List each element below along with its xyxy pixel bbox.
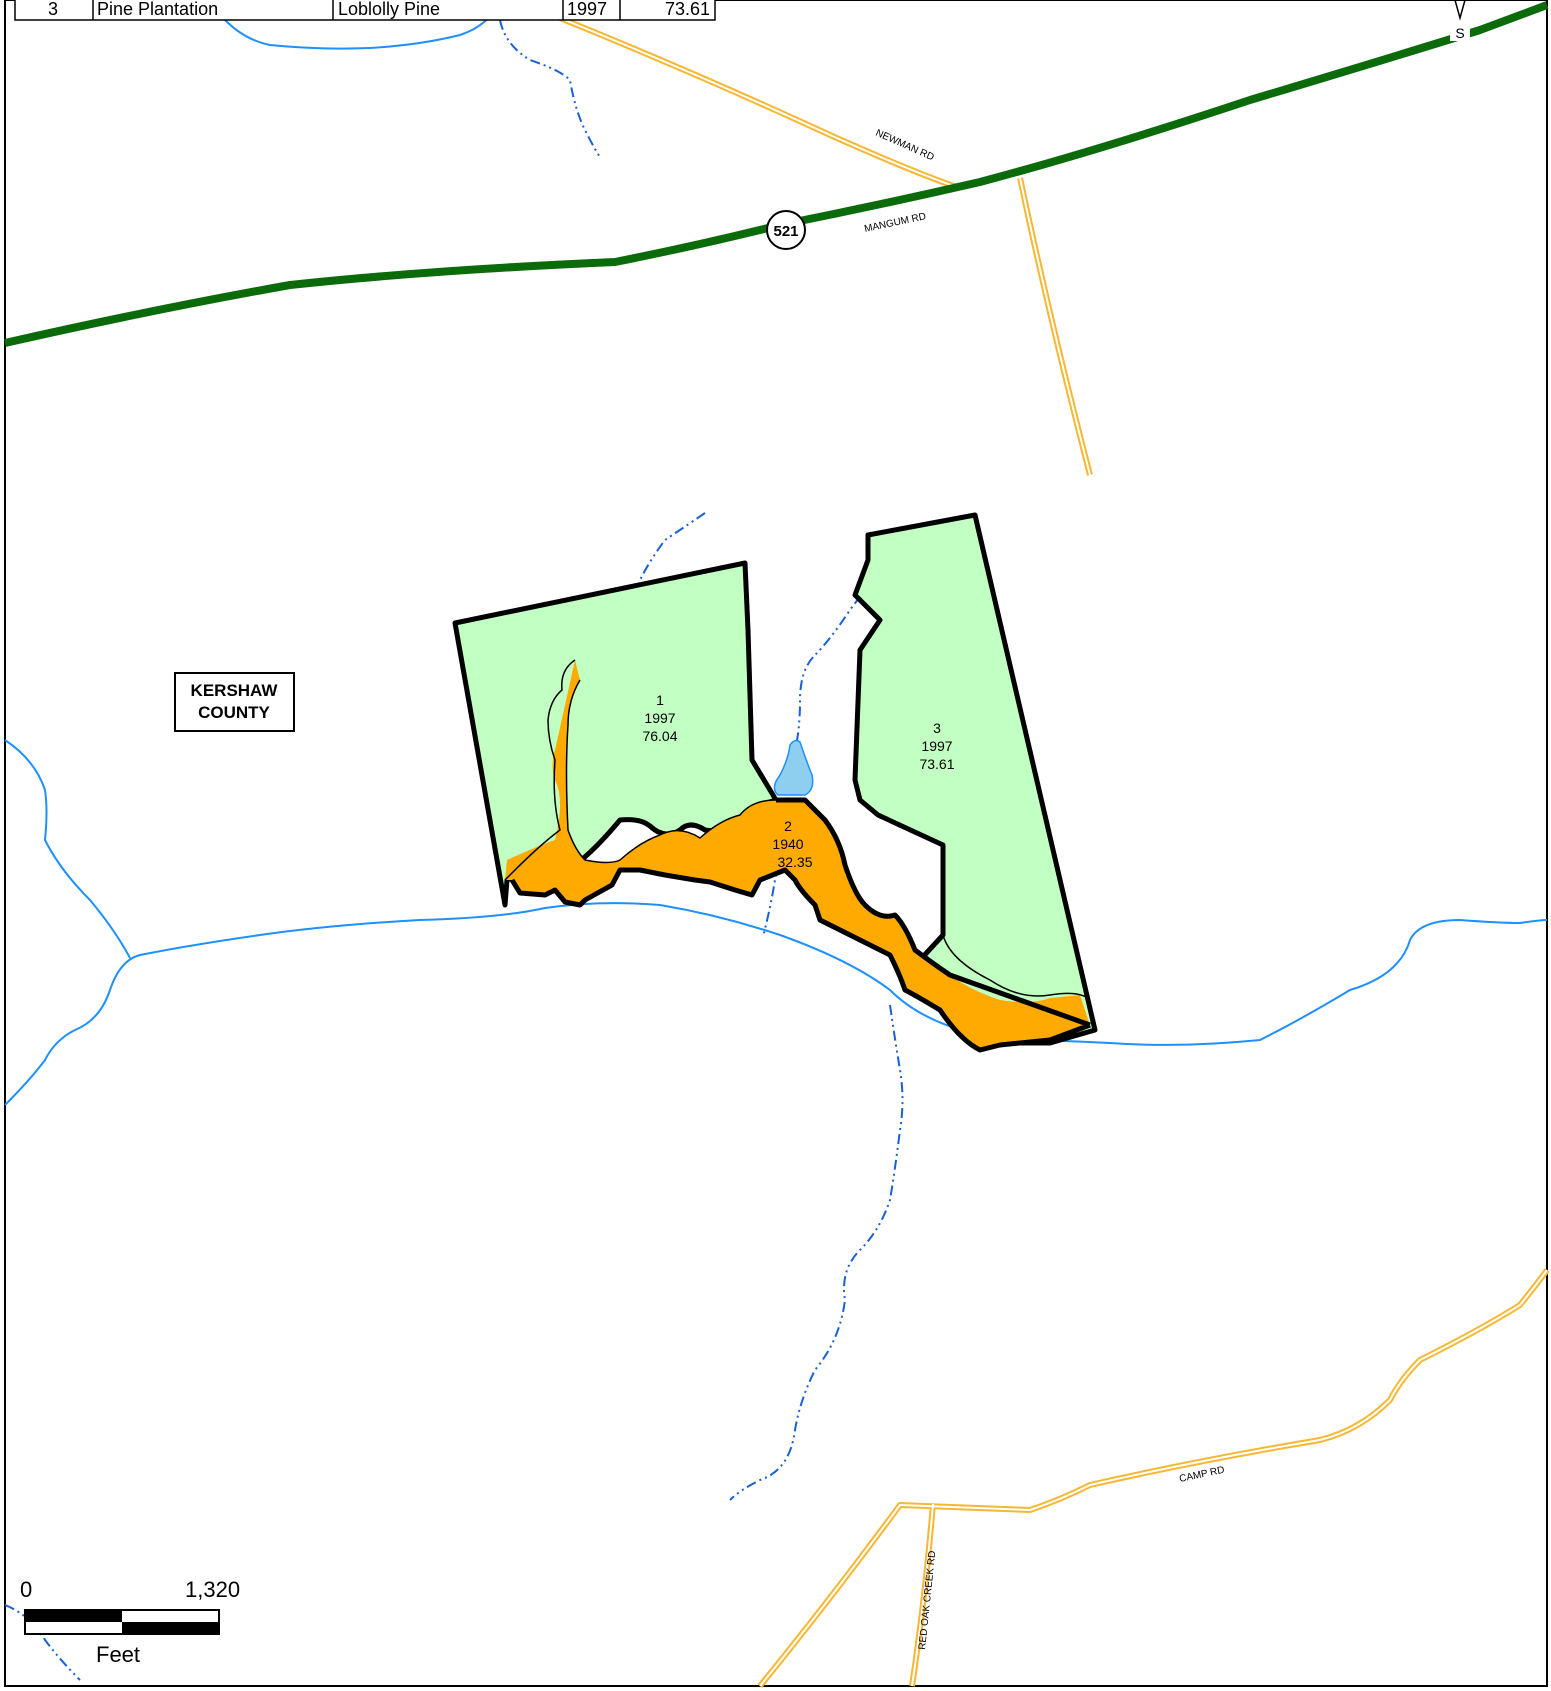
county-label: KERSHAW COUNTY	[174, 672, 295, 732]
stand-table: 3 Pine Plantation Loblolly Pine 1997 73.…	[14, 0, 716, 21]
table-stand-number: 3	[48, 0, 58, 19]
stand-2-id: 2	[784, 818, 792, 834]
stand-2-year: 1940	[772, 836, 803, 852]
table-acres: 73.61	[665, 0, 710, 19]
highway-shield-number: 521	[773, 223, 798, 240]
stream-north	[224, 0, 501, 50]
scale-bar: 0 1,320 Feet	[20, 1577, 240, 1667]
north-arrow-south-letter: S	[1455, 25, 1464, 41]
stands	[452, 512, 1098, 1053]
county-label-line2: COUNTY	[198, 703, 270, 722]
intermittent-south	[729, 1004, 904, 1501]
streams	[4, 0, 1548, 1106]
stand-3-year: 1997	[921, 738, 952, 754]
scale-end-label: 1,320	[185, 1577, 240, 1602]
north-arrow-icon	[1454, 0, 1466, 21]
stand-3-id: 3	[933, 720, 941, 736]
north-arrow: S	[1450, 0, 1470, 41]
stand-2-outline	[509, 797, 1091, 1053]
stand-2-polygon	[505, 660, 1090, 1050]
intermittent-southwest	[4, 1604, 81, 1681]
table-stand-type: Pine Plantation	[97, 0, 218, 19]
county-label-line1: KERSHAW	[191, 681, 279, 700]
stand-2-acres: 32.35	[777, 854, 812, 870]
scale-units-label: Feet	[96, 1642, 140, 1667]
intermittent-north	[499, 19, 601, 158]
highway-521-shield: 521	[766, 210, 806, 250]
county-roads	[558, 15, 1550, 1688]
pond	[773, 739, 814, 796]
table-year: 1997	[567, 0, 607, 19]
stand-1-year: 1997	[644, 710, 675, 726]
stand-2-inner-boundary	[504, 659, 1091, 1001]
stand-1-acres: 76.04	[642, 728, 677, 744]
stream-main	[4, 902, 1548, 1106]
stand-3-acres: 73.61	[919, 756, 954, 772]
stand-labels: 1 1997 76.04 2 1940 32.35 3 1997 73.61	[642, 692, 954, 870]
scale-start-label: 0	[20, 1577, 32, 1602]
table-species: Loblolly Pine	[338, 0, 440, 19]
stream-west	[4, 739, 131, 959]
stand-1-id: 1	[656, 692, 664, 708]
